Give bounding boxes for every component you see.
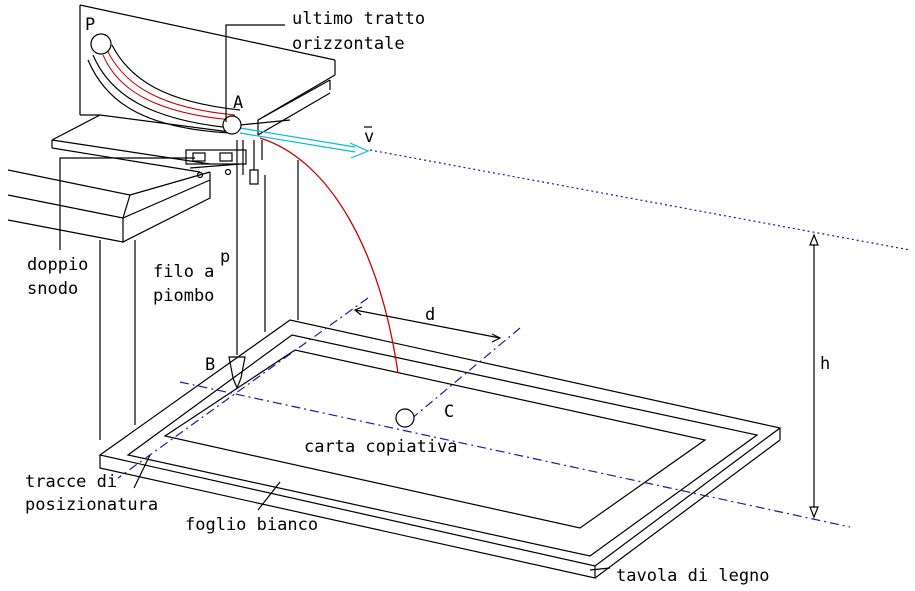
- label-doppio-1: doppio: [27, 255, 88, 275]
- carbon-paper: [126, 334, 759, 557]
- label-tracce-2: posizionatura: [25, 495, 158, 515]
- label-doppio-2: snodo: [27, 279, 78, 299]
- ball-landing-C: [395, 408, 415, 428]
- leader-lines: [59, 24, 611, 571]
- double-joint: [185, 140, 263, 185]
- label-filo-1: filo a: [153, 262, 214, 282]
- guide-lines: [117, 297, 851, 528]
- plumb-bob: [228, 356, 246, 390]
- label-ultimo-1: ultimo tratto: [292, 9, 425, 29]
- wooden-board: [98, 319, 782, 579]
- label-B: B: [205, 355, 215, 375]
- label-h: h: [820, 354, 830, 374]
- label-tracce-1: tracce di: [25, 472, 117, 492]
- ramp-support: [51, 4, 336, 173]
- trajectory-arc: [259, 137, 399, 374]
- label-v: v: [364, 127, 374, 147]
- ball-A: [222, 115, 242, 135]
- label-tavola: tavola di legno: [616, 566, 770, 586]
- label-filo-2: piombo: [153, 286, 214, 306]
- label-ultimo-2: orizzontale: [292, 34, 405, 54]
- label-foglio: foglio bianco: [185, 515, 318, 535]
- white-sheet: [163, 349, 707, 529]
- label-carta: carta copiativa: [304, 437, 458, 457]
- velocity-arrow: [239, 127, 370, 159]
- label-A: A: [233, 93, 243, 113]
- label-d: d: [425, 305, 435, 325]
- bench: [7, 160, 299, 440]
- label-C: C: [444, 402, 454, 422]
- ramp-track: [87, 44, 241, 134]
- dimension-d: [353, 306, 502, 343]
- dimension-h: [809, 233, 819, 519]
- arrow-leader: [239, 119, 291, 126]
- horizontal-projection: [369, 149, 911, 251]
- label-p: p: [220, 247, 230, 267]
- label-P: P: [85, 15, 95, 35]
- ball-start-P: [90, 33, 112, 55]
